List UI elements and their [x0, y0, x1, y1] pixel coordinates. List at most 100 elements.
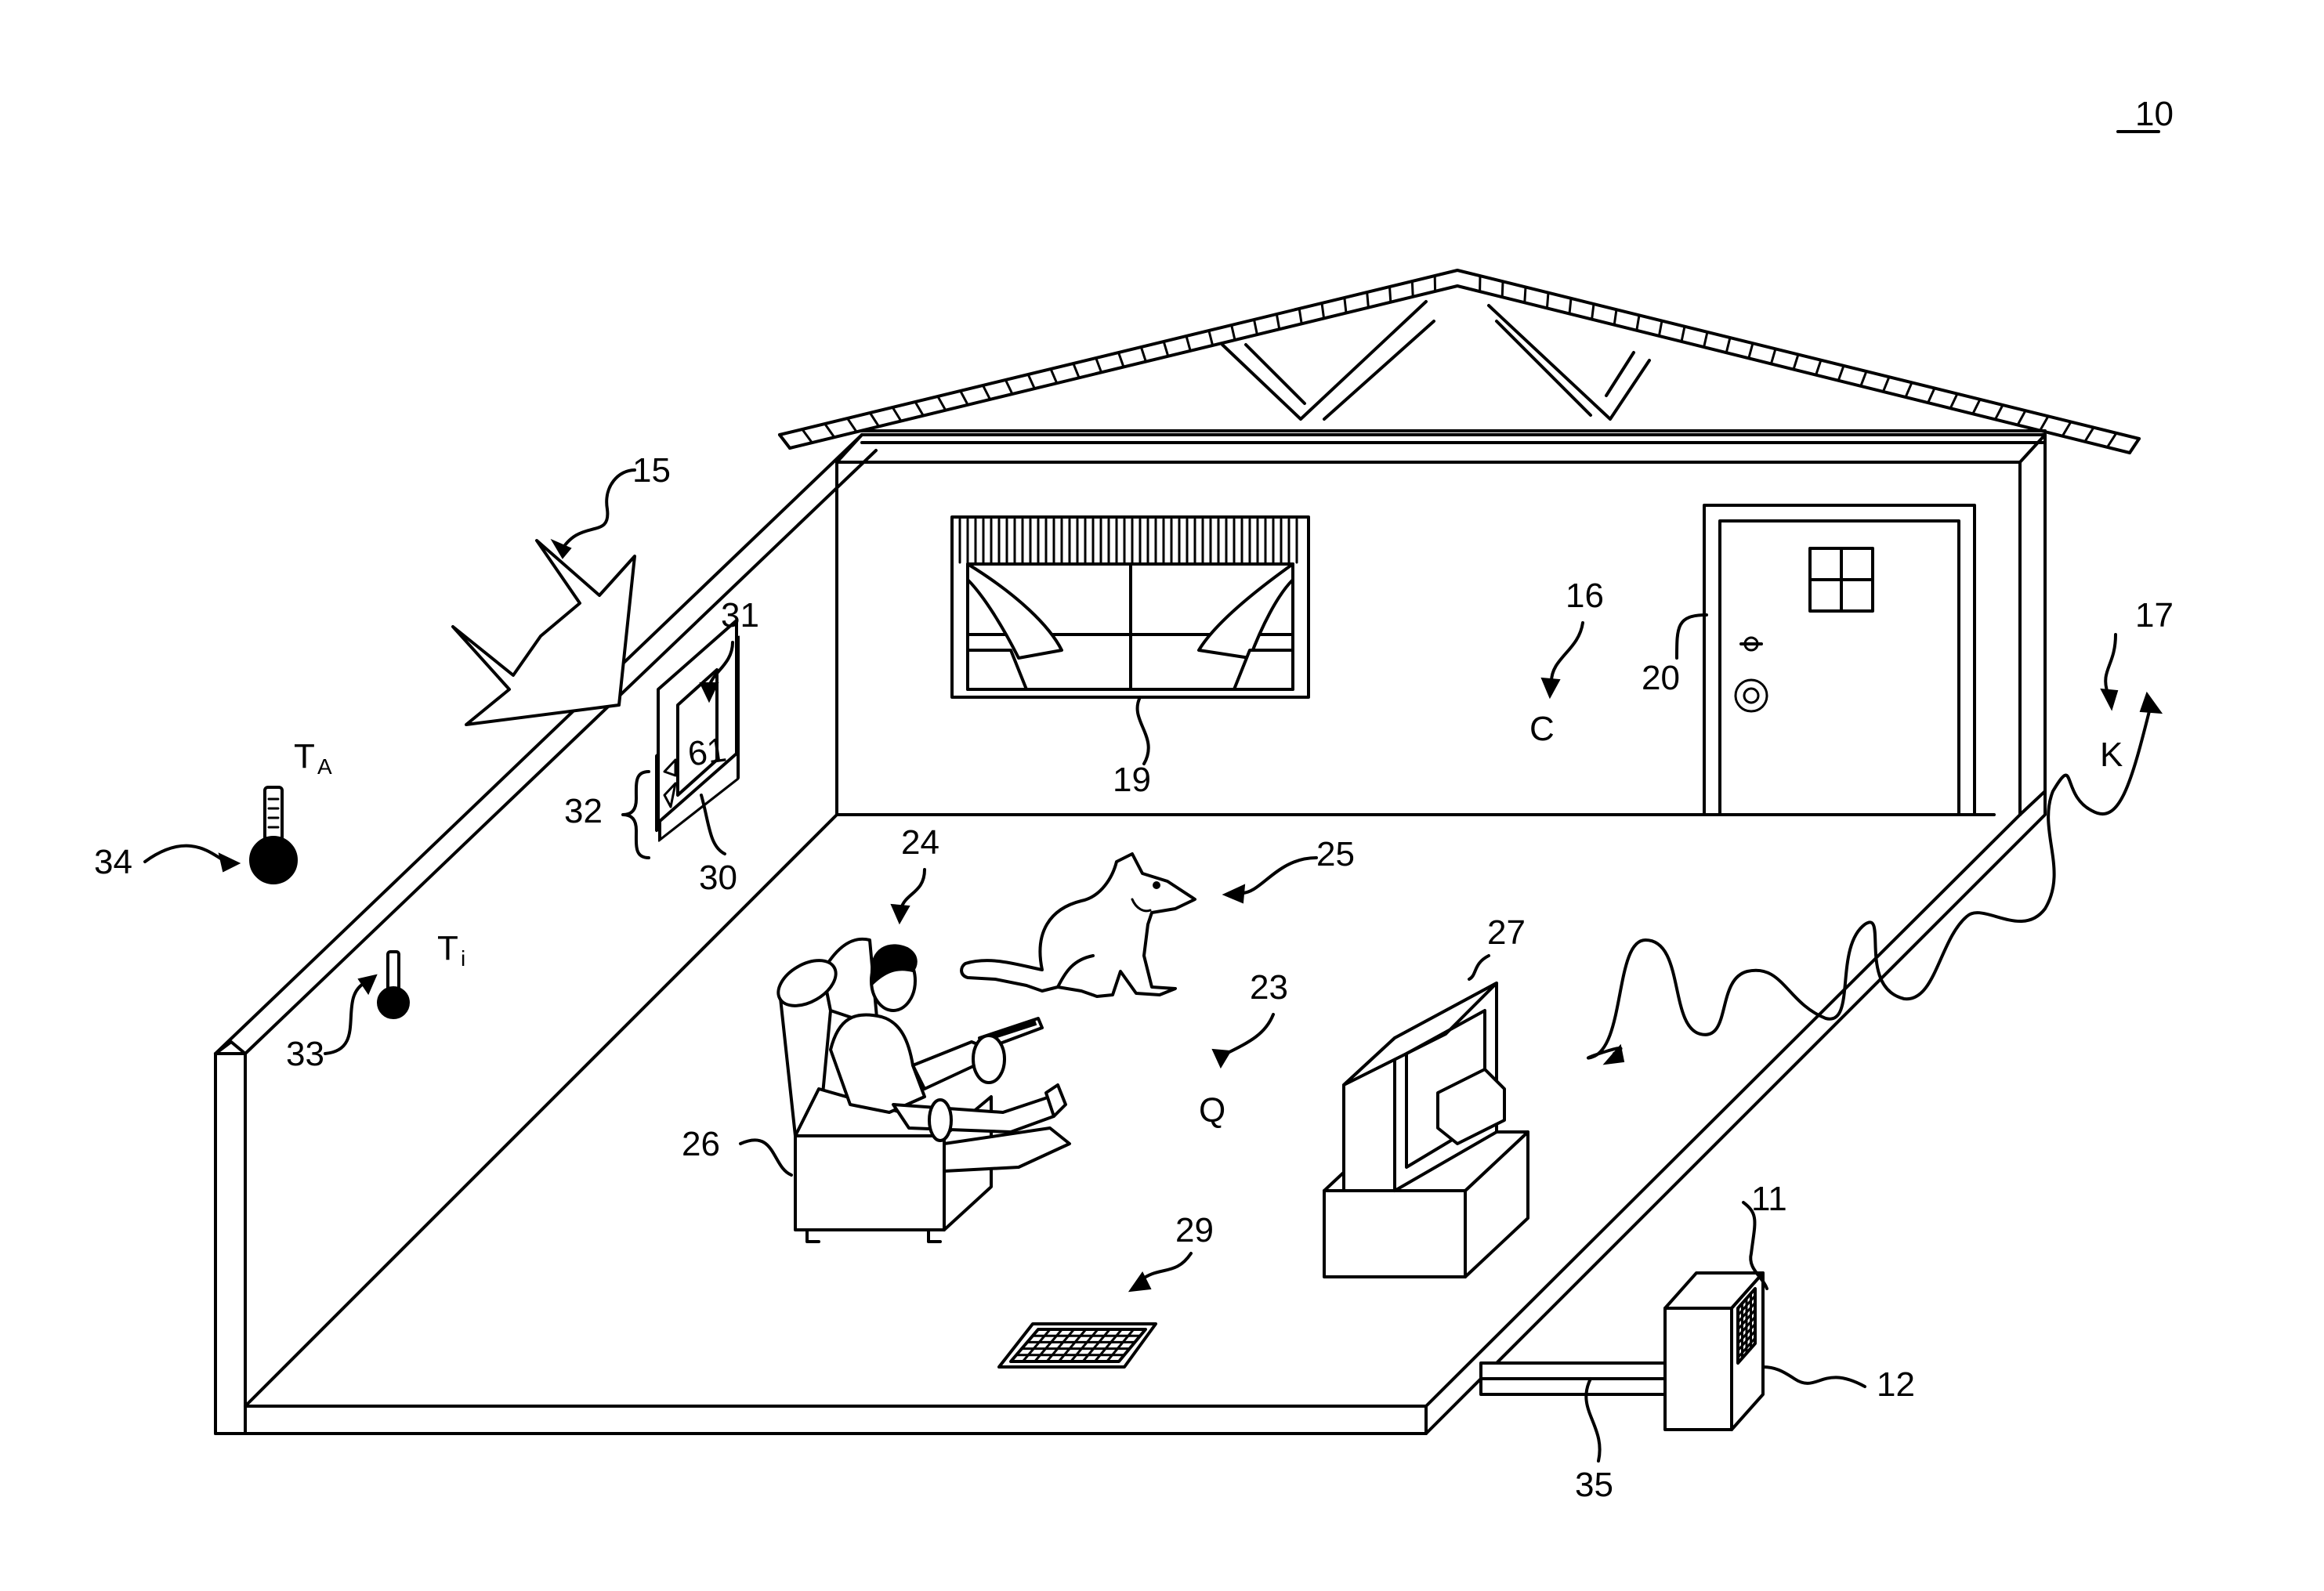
indoor-temperature-sensor [378, 952, 409, 1018]
roof-tile-line [1726, 338, 1730, 353]
exterior-heat-wave [1588, 635, 2161, 1064]
label-C: C [1529, 710, 1555, 748]
roof-tile-line [1794, 355, 1798, 370]
label-30: 30 [699, 859, 737, 897]
roof-tile-line [802, 429, 813, 443]
label-15: 15 [632, 451, 671, 490]
label-33: 33 [286, 1035, 324, 1073]
thermostat [657, 620, 738, 840]
roof-tile-line [870, 413, 878, 426]
roof-tile-line [1345, 298, 1346, 313]
roof-tile-line [1749, 343, 1753, 358]
roof-tile-line [1028, 374, 1034, 389]
roof-tile-line [1995, 405, 2003, 419]
roof [780, 270, 2139, 453]
solar-arrow [453, 470, 635, 725]
roof-tile-line [1704, 332, 1707, 347]
roof-tile-line [1681, 327, 1685, 342]
outdoor-temp-symbol: T [294, 737, 315, 776]
label-25: 25 [1316, 835, 1355, 873]
roof-tile-line [1838, 366, 1844, 381]
roof-tile-line [1390, 287, 1391, 302]
roof-tile-line [1883, 377, 1889, 392]
roof-tile-line [1141, 347, 1146, 362]
roof-tile-line [1502, 281, 1503, 297]
roof-tile-line [1637, 315, 1639, 330]
roof-tile-line [2040, 416, 2048, 430]
roof-tile-line [1119, 353, 1124, 367]
roof-tile-line [1073, 363, 1079, 378]
indoor-temp-symbol: T [437, 929, 458, 967]
roof-tile-line [1569, 298, 1571, 314]
roof-tile-line [1209, 331, 1213, 345]
label-17: 17 [2135, 596, 2174, 635]
roof-tile-line [1164, 342, 1168, 356]
leader-33 [325, 983, 364, 1054]
roof-tile-line [1771, 349, 1776, 363]
thermostat-reading: 61 [686, 730, 729, 773]
roof-tile-line [1367, 292, 1369, 308]
label-32: 32 [564, 792, 603, 830]
label-16: 16 [1566, 577, 1604, 615]
roof-tile-line [1861, 371, 1866, 386]
arrow-33 [359, 975, 376, 993]
label-12: 12 [1877, 1365, 1915, 1404]
label-34: 34 [94, 843, 132, 881]
window-curtains [952, 517, 1309, 697]
outdoor-temperature-sensor [250, 787, 297, 884]
roof-tile-line [1816, 360, 1821, 375]
label-35: 35 [1575, 1466, 1613, 1504]
roof-tile-line [1906, 382, 1912, 397]
roof-tile-line [2085, 428, 2094, 442]
roof-tile-line [1412, 281, 1413, 297]
reference-labels: 10 15 31 32 30 34 33 T A T i 19 16 C 20 … [94, 95, 2174, 1504]
roof-tile-line [1928, 389, 1935, 403]
label-24: 24 [901, 823, 939, 862]
roof-tile-line [915, 402, 923, 416]
outdoor-temp-subscript: A [317, 754, 332, 779]
button-bracket [623, 772, 649, 858]
roof-tile-line [1525, 287, 1526, 303]
hvac-unit [1481, 1273, 1763, 1430]
roof-tile-line [2018, 410, 2025, 425]
roof-tile-line [892, 407, 901, 421]
roof-tile-line [1186, 336, 1190, 351]
roof-tile-line [1659, 321, 1662, 336]
roof-tile-line [1254, 320, 1258, 334]
label-19: 19 [1113, 761, 1151, 799]
arrow-34 [219, 854, 239, 871]
label-27: 27 [1487, 913, 1526, 952]
door [1704, 505, 1975, 815]
roof-tile-line [1973, 400, 1980, 414]
roof-tile-line [1299, 309, 1301, 324]
roof-tile-line [1614, 309, 1616, 325]
roof-tile-line [983, 385, 990, 400]
label-29: 29 [1175, 1211, 1214, 1249]
roof-tile-line [1276, 314, 1279, 329]
roof-tile-line [961, 391, 968, 405]
roof-tile-line [1232, 325, 1235, 340]
roof-tile-line [1051, 369, 1057, 383]
roof-tile-line [938, 396, 946, 410]
label-26: 26 [682, 1125, 720, 1163]
label-20: 20 [1642, 659, 1680, 697]
dog [961, 854, 1195, 996]
label-23: 23 [1250, 968, 1288, 1007]
roof-tile-line [1005, 380, 1012, 394]
roof-tile-line [2107, 433, 2116, 447]
label-11: 11 [1751, 1180, 1787, 1218]
indoor-temp-subscript: i [461, 946, 465, 971]
figure-number: 10 [2135, 95, 2174, 133]
roof-tile-line [848, 418, 857, 432]
label-Q: Q [1199, 1091, 1225, 1130]
roof-tile-line [2062, 422, 2071, 436]
floor-vent [999, 1324, 1156, 1367]
label-31: 31 [721, 596, 759, 635]
leader-34 [145, 846, 223, 862]
label-K: K [2100, 736, 2123, 774]
roof-tile-line [825, 424, 834, 437]
roof-tile-line [1096, 358, 1102, 372]
roof-tile-line [1547, 293, 1548, 309]
